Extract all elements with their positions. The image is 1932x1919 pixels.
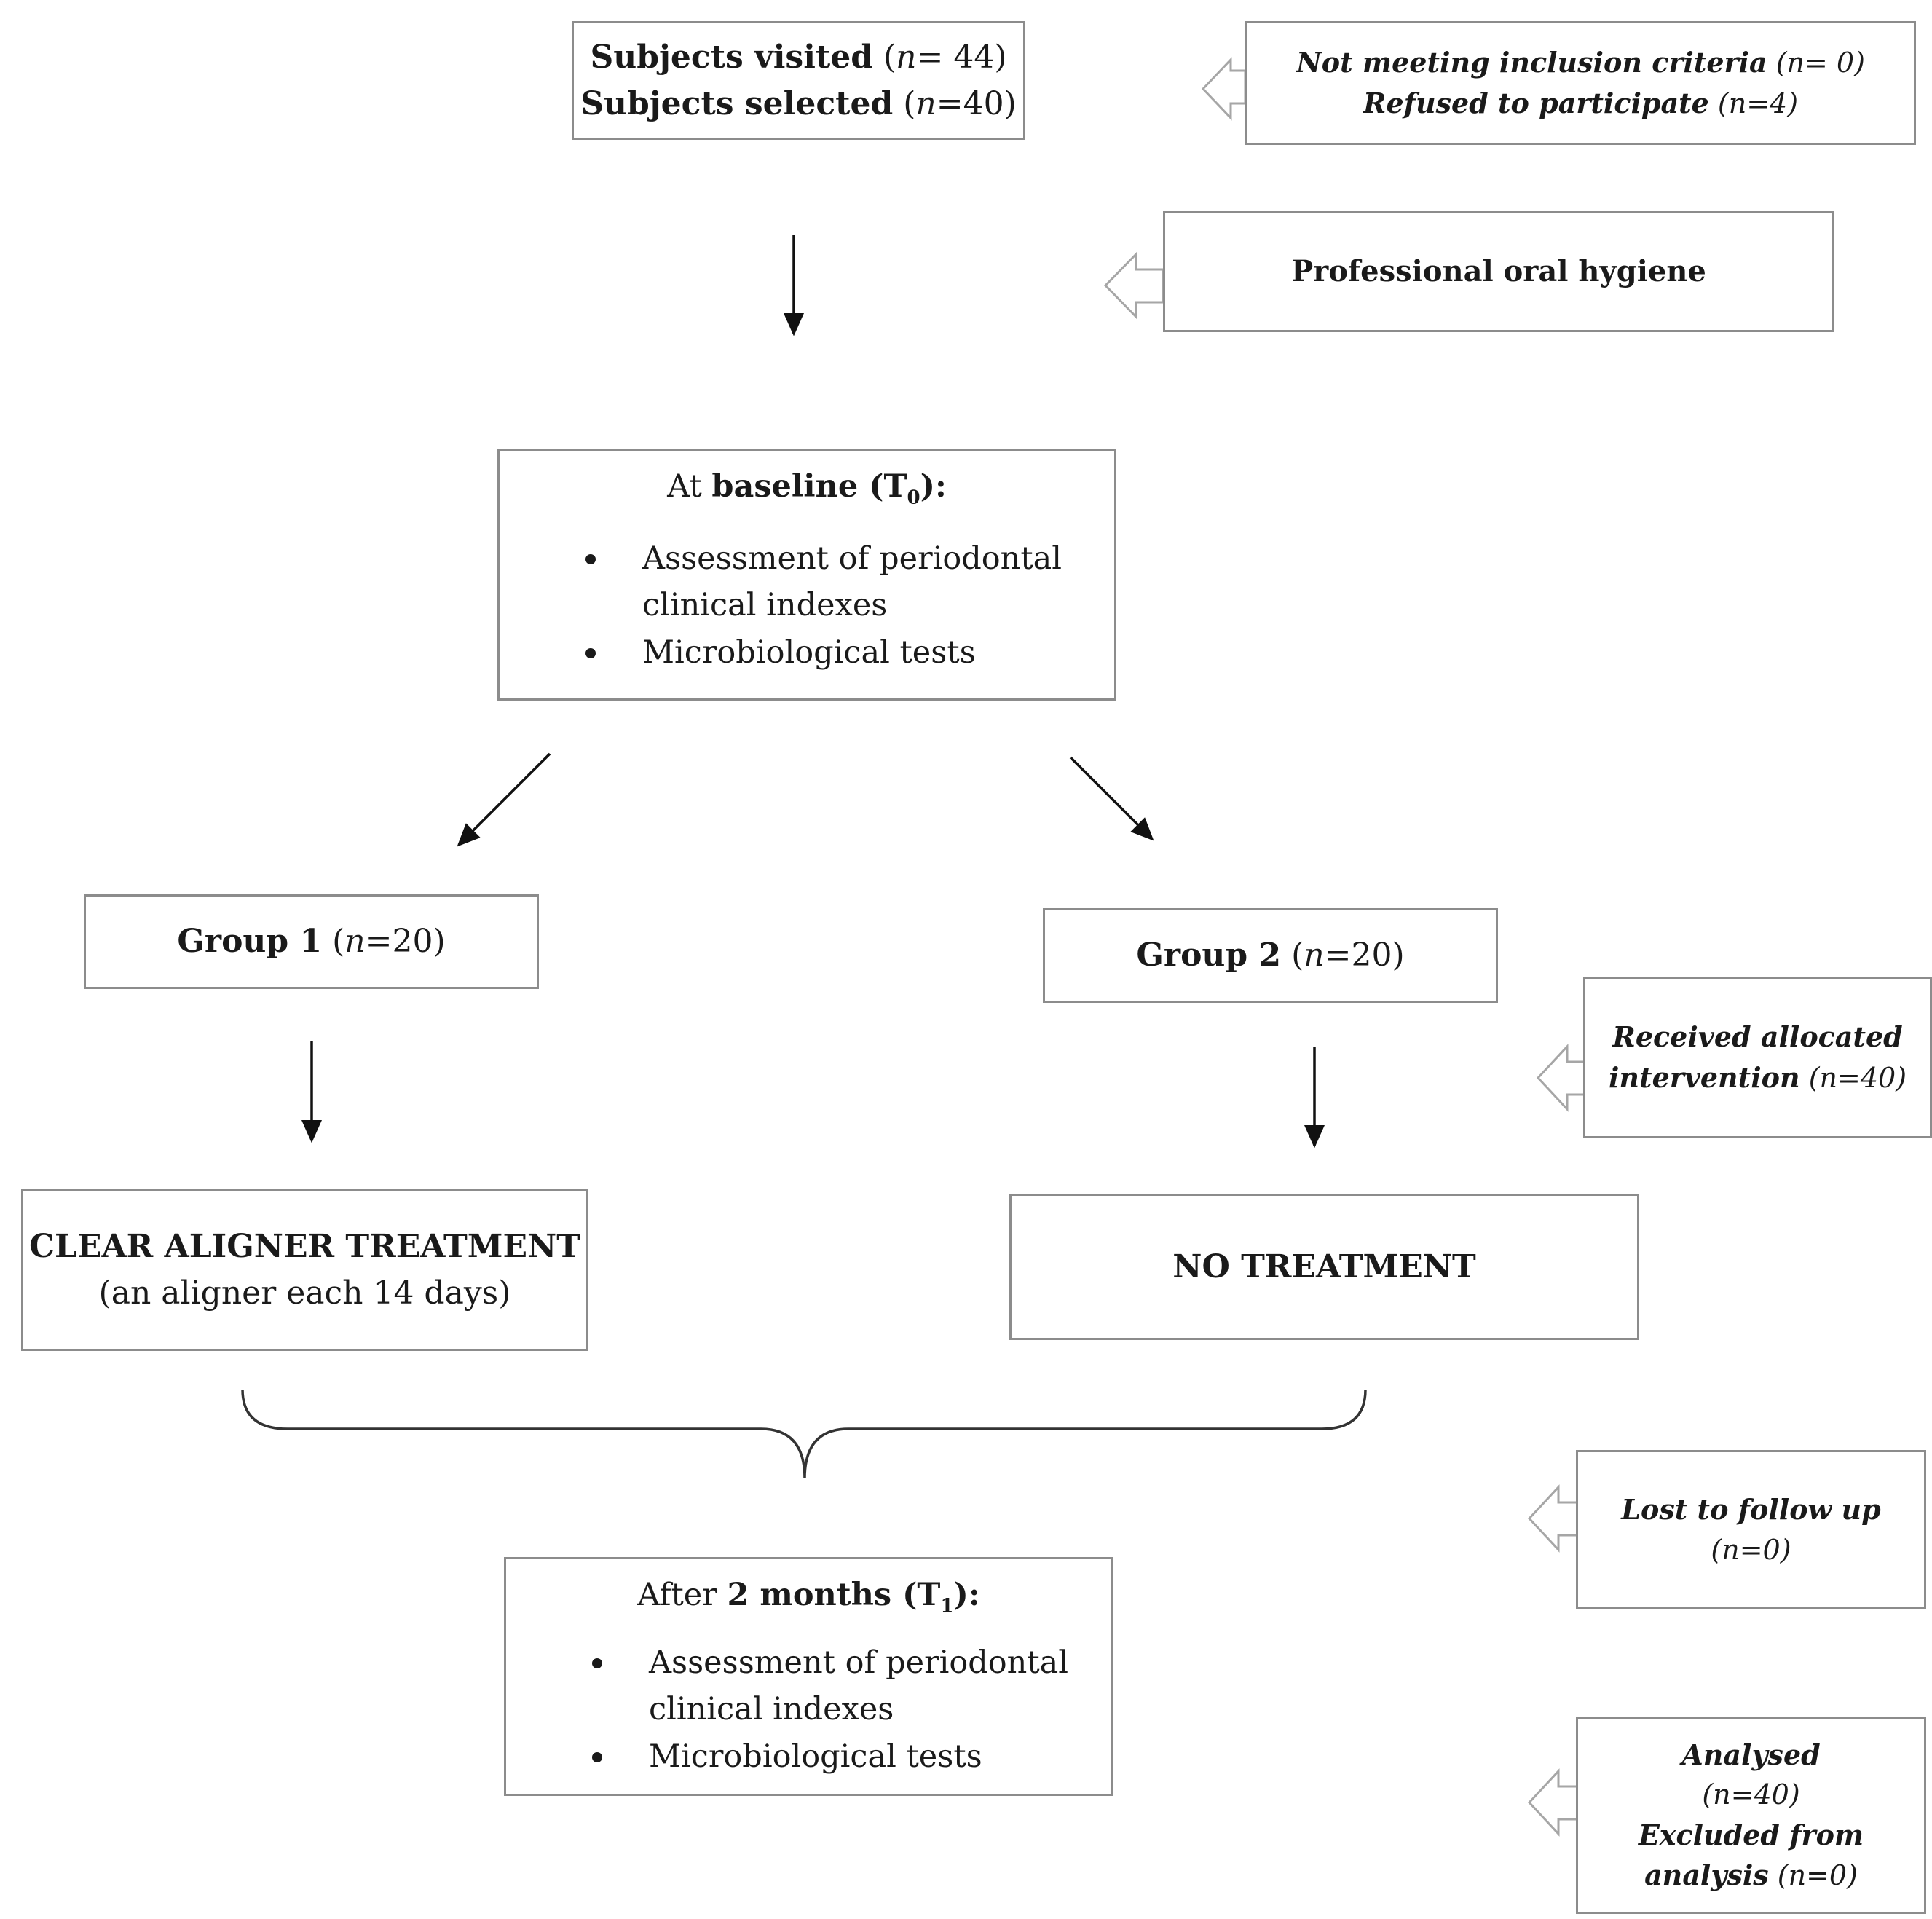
treatment2-title: NO TREATMENT xyxy=(1172,1248,1476,1285)
not-meeting-criteria: Not meeting inclusion criteria (n= 0) xyxy=(1296,45,1865,79)
baseline-box: At baseline (T0): Assessment of periodon… xyxy=(497,449,1116,701)
analysed-line1: Analysed xyxy=(1681,1738,1821,1771)
subjects-box: Subjects visited (n= 44) Subjects select… xyxy=(572,21,1025,140)
list-item: Assessment of periodontal clinical index… xyxy=(506,1639,1111,1733)
hollow-arrow-followup xyxy=(1527,1484,1579,1553)
followup-box: Lost to follow up (n=0) xyxy=(1576,1450,1926,1609)
group1-label: Group 1 (n=20) xyxy=(177,923,446,961)
merge-brace xyxy=(241,1389,1367,1479)
arrow-baseline-to-group1 xyxy=(457,752,551,847)
group2-box: Group 2 (n=20) xyxy=(1043,908,1498,1003)
baseline-list: Assessment of periodontal clinical index… xyxy=(500,535,1114,677)
bullet-icon xyxy=(585,648,596,659)
after-title: After 2 months (T1): xyxy=(637,1577,980,1617)
group1-box: Group 1 (n=20) xyxy=(84,894,539,989)
list-item: Assessment of periodontal clinical index… xyxy=(500,535,1114,629)
baseline-title: At baseline (T0): xyxy=(667,468,947,509)
bullet-icon xyxy=(592,1752,602,1763)
hollow-arrow-allocated xyxy=(1536,1044,1586,1112)
analysed-line4: analysis (n=0) xyxy=(1644,1859,1858,1892)
arrow-baseline-to-group2 xyxy=(1069,756,1154,841)
hygiene-box: Professional oral hygiene xyxy=(1163,211,1834,332)
analysed-line3: Excluded from xyxy=(1638,1818,1864,1851)
bullet-icon xyxy=(592,1658,602,1669)
followup-line1: Lost to follow up xyxy=(1621,1493,1881,1526)
refused-to-participate: Refused to participate (n=4) xyxy=(1363,87,1799,119)
treatment2-box: NO TREATMENT xyxy=(1009,1194,1639,1340)
analysed-box: Analysed (n=40) Excluded from analysis (… xyxy=(1576,1717,1926,1914)
followup-line2: (n=0) xyxy=(1711,1533,1791,1566)
allocated-line1: Received allocated xyxy=(1612,1020,1903,1054)
treatment1-subtitle: (an aligner each 14 days) xyxy=(98,1274,511,1312)
treatment1-box: CLEAR ALIGNER TREATMENT (an aligner each… xyxy=(21,1189,588,1351)
list-item: Microbiological tests xyxy=(500,629,1114,677)
allocated-line2: intervention (n=40) xyxy=(1608,1060,1907,1094)
after-box: After 2 months (T1): Assessment of perio… xyxy=(504,1557,1113,1796)
allocated-box: Received allocated intervention (n=40) xyxy=(1583,977,1932,1138)
hygiene-label: Professional oral hygiene xyxy=(1291,254,1706,288)
treatment1-title: CLEAR ALIGNER TREATMENT xyxy=(29,1228,580,1266)
group2-label: Group 2 (n=20) xyxy=(1136,937,1405,974)
subjects-visited: Subjects visited (n= 44) xyxy=(590,38,1007,76)
hollow-arrow-excluded xyxy=(1201,57,1247,121)
after-list: Assessment of periodontal clinical index… xyxy=(506,1639,1111,1781)
hollow-arrow-hygiene xyxy=(1103,251,1164,320)
hollow-arrow-analysed xyxy=(1527,1768,1579,1837)
bullet-icon xyxy=(585,554,596,565)
analysed-line2: (n=40) xyxy=(1702,1778,1800,1810)
subjects-selected: Subjects selected (n=40) xyxy=(580,84,1017,122)
excluded-box: Not meeting inclusion criteria (n= 0) Re… xyxy=(1245,21,1916,145)
list-item: Microbiological tests xyxy=(506,1733,1111,1781)
